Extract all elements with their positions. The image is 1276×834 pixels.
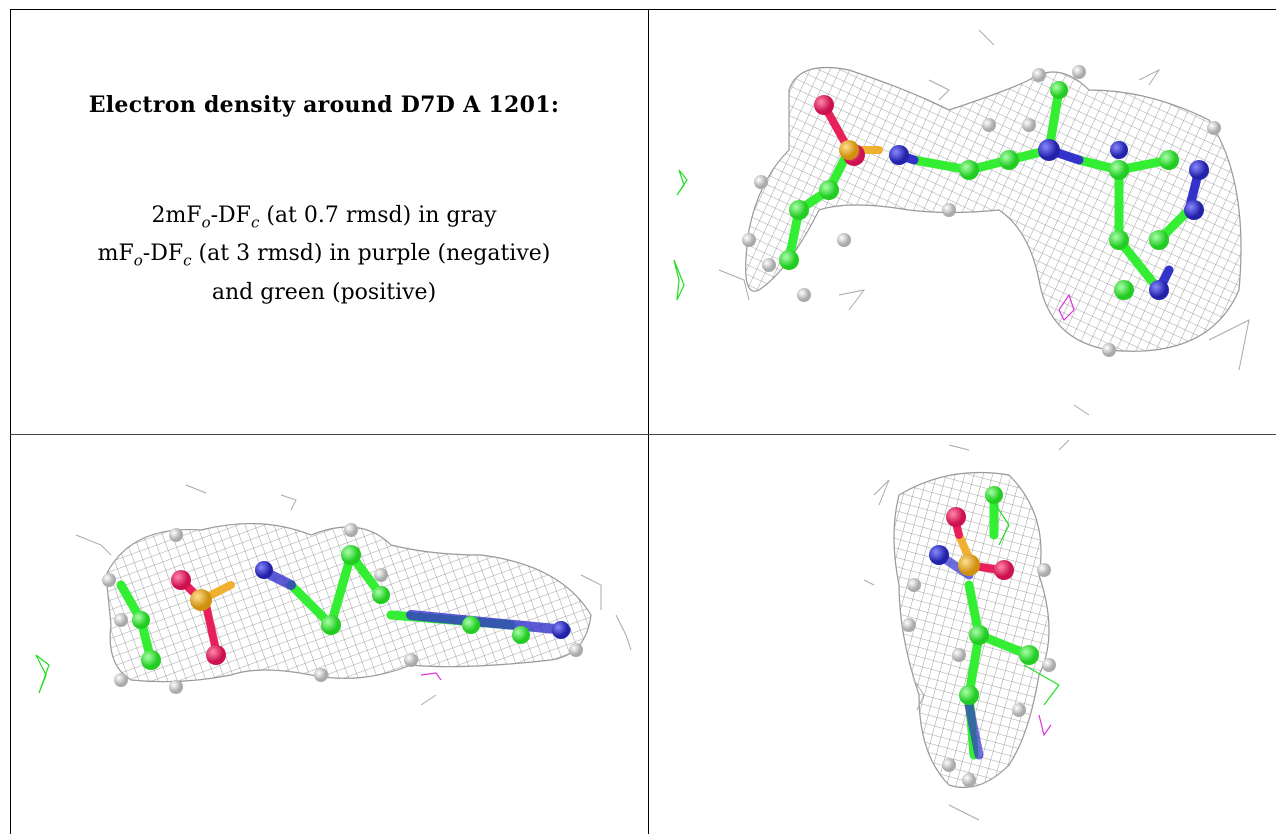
legend-line-2mfo: 2mFo-DFc (at 0.7 rmsd) in gray [0, 200, 648, 238]
density-map-2 [35, 484, 632, 706]
legend-line-2mfo-c: c [250, 213, 260, 232]
legend-line-2mfo-o: o [201, 213, 211, 232]
legend-line-mfo: mFo-DFc (at 3 rmsd) in purple (negative) [0, 238, 648, 276]
atoms [742, 65, 1221, 357]
negative-density [1038, 714, 1052, 737]
legend-line-2mfo-b: -DF [210, 203, 251, 228]
legend-line-mfo-a: mF [97, 241, 134, 267]
molecule-view-bottom-right [649, 435, 1276, 834]
legend-line-colors: and green (positive) [211, 279, 437, 305]
figure-title: Electron density around D7D A 1201: [88, 92, 560, 118]
positive-density [673, 169, 688, 301]
density-map-1 [673, 29, 1250, 416]
legend-line-mfo-b: -DF [142, 241, 184, 267]
positive-density [35, 654, 50, 694]
legend-cell: Electron density around D7D A 1201: 2mFo… [0, 0, 648, 434]
molecule-view-top-right [649, 10, 1276, 434]
negative-density [1058, 293, 1075, 322]
positive-density [988, 494, 1060, 706]
legend-line-mfo-c: c [183, 251, 192, 270]
center-divider [648, 9, 649, 834]
legend-line-2mfo-rest: (at 0.7 rmsd) in gray [259, 203, 497, 228]
density-legend: 2mFo-DFc (at 0.7 rmsd) in gray mFo-DFc (… [0, 200, 648, 309]
negative-density [420, 672, 442, 681]
atoms [902, 486, 1056, 787]
atoms [102, 523, 583, 694]
molecule-view-bottom-left [11, 435, 648, 834]
top-border [10, 9, 1276, 10]
legend-line-2mfo-a: 2mF [151, 203, 202, 228]
left-border [10, 9, 11, 834]
legend-line-mfo-o: o [133, 251, 143, 270]
legend-line-mfo-rest: (at 3 rmsd) in purple (negative) [191, 241, 551, 267]
middle-divider [10, 434, 1276, 435]
density-map-3 [863, 439, 1070, 821]
mesh-outline [745, 66, 1242, 352]
